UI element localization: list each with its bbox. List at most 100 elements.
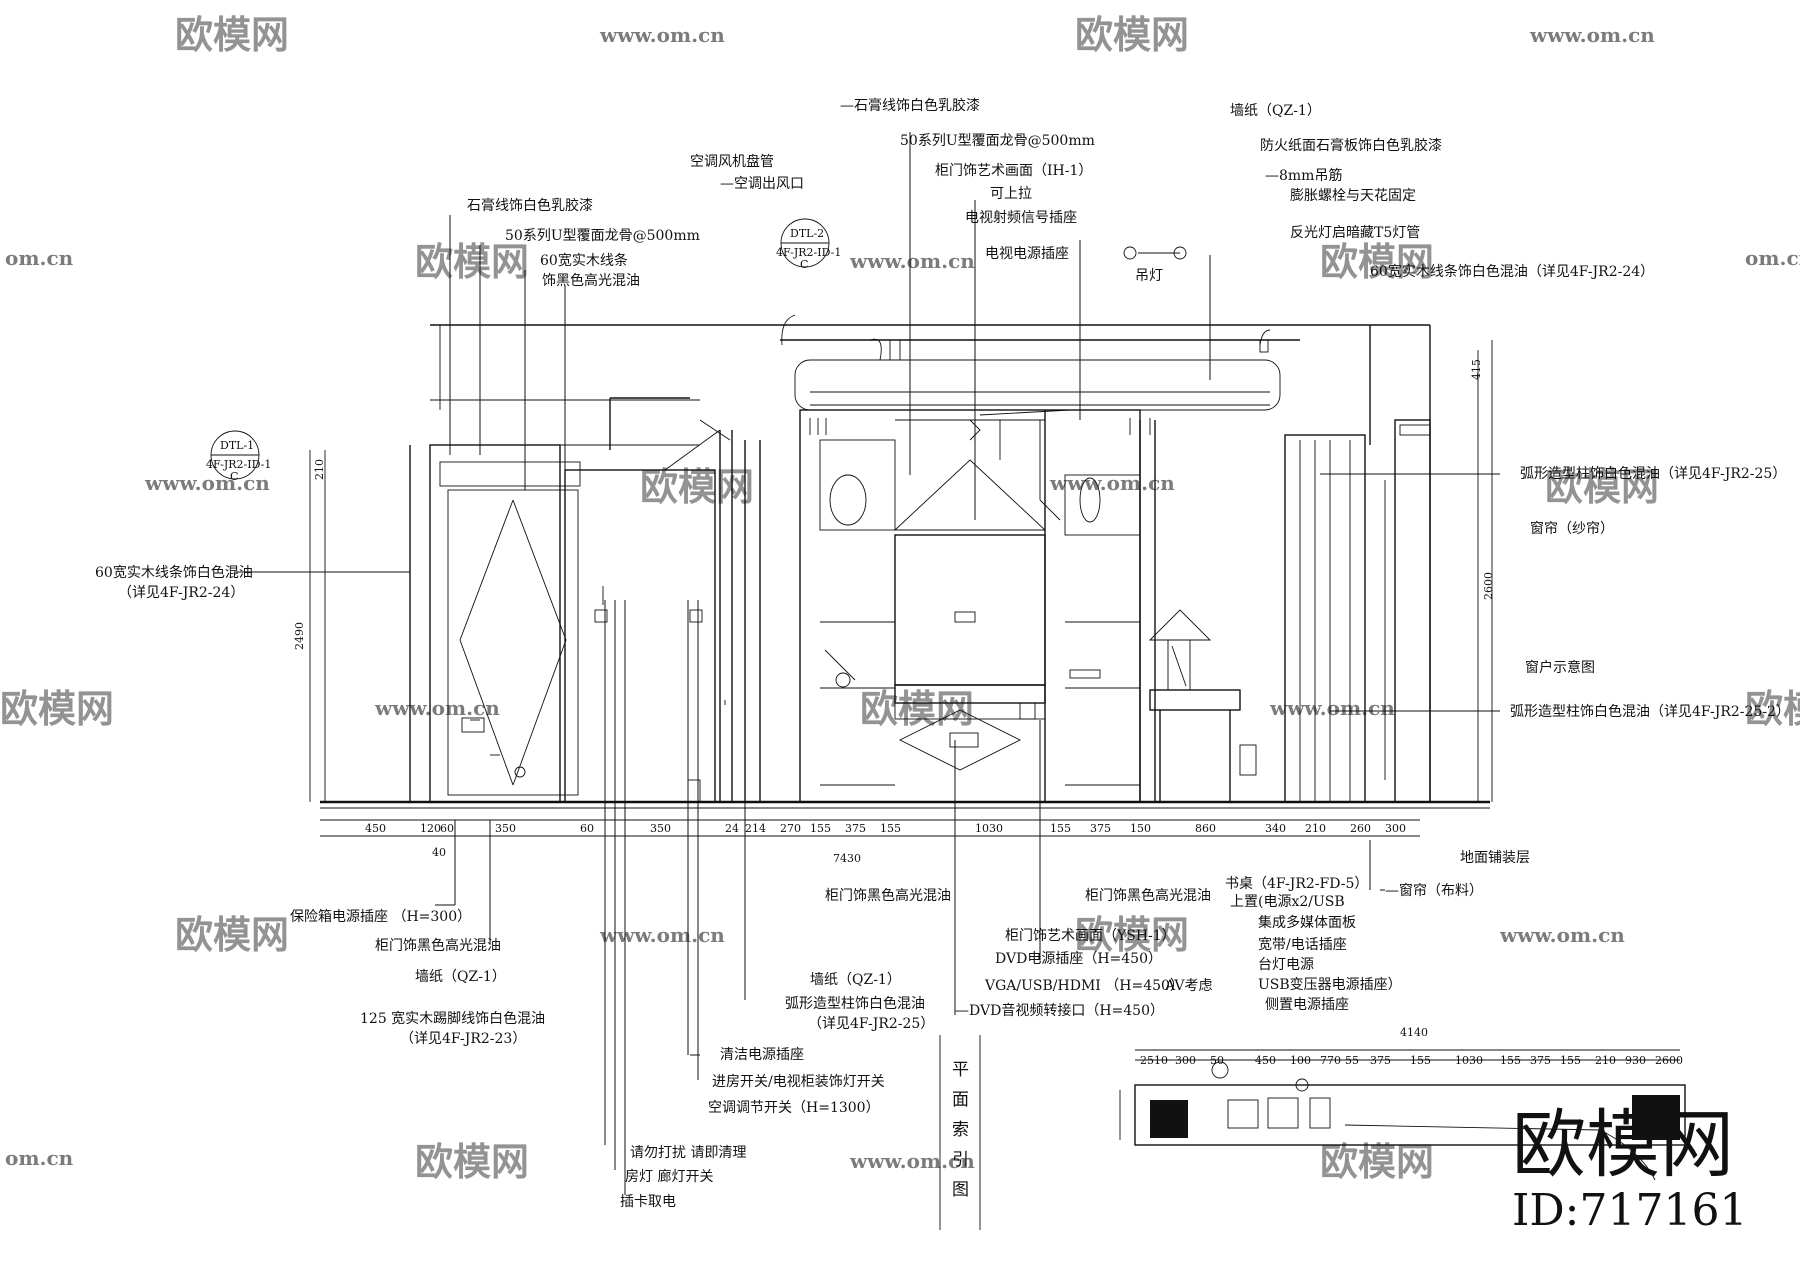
note-desk-3: 集成多媒体面板 — [1258, 914, 1356, 931]
note-expansion-bolt: 膨胀螺栓与天花固定 — [1290, 187, 1416, 204]
note-wood-line-60-left-2: （详见4F-JR2-24） — [118, 585, 244, 601]
note-liftable: 可上拉 — [990, 186, 1032, 202]
dim-bottom-label: 120 — [420, 822, 441, 835]
note-desk-6: USB变压器电源插座） — [1258, 977, 1402, 993]
note-dnd: 请勿打扰 请即清理 — [630, 1144, 746, 1161]
note-door-black-gloss-left: 柜门饰黑色高光混油 — [375, 937, 501, 954]
note-skirting-125-2: （详见4F-JR2-23） — [400, 1031, 526, 1047]
dim-bottom-label: 155 — [880, 822, 901, 835]
note-arc-column-right-1: 弧形造型柱饰白色混油（详见4F-JR2-25） — [1520, 465, 1786, 482]
detail-callout-dtl-1: DTL-1 4F-JR2-ID-1 C — [206, 430, 271, 483]
note-ac-outlet: —空调出风口 — [720, 176, 804, 192]
annotation-labels: —石膏线饰白色乳胶漆 50系列U型覆面龙骨@500mm 柜门饰艺术画面（IH-1… — [95, 97, 1790, 1210]
dim-bottom-label: 214 — [745, 822, 766, 835]
note-ac-fan-coil: 空调风机盘管 — [690, 153, 774, 170]
watermark-url: www.om.cn — [1529, 23, 1655, 47]
dim-total: 7430 — [833, 852, 861, 865]
note-wallpaper-left: 墙纸（QZ-1） — [415, 969, 506, 985]
left-door-unit — [429, 444, 581, 803]
dimension-lines — [309, 340, 1493, 837]
elevation-frame — [320, 324, 1490, 809]
svg-text:C: C — [800, 258, 808, 271]
dim-left-top: 210 — [313, 459, 326, 480]
dim-bottom-label: 1030 — [975, 822, 1003, 835]
dim-bottom-label: 375 — [1090, 822, 1111, 835]
dim-sub: 40 — [432, 846, 446, 859]
watermark-url: www.om.cn — [849, 1149, 975, 1173]
dim-bottom-label: 860 — [1195, 822, 1216, 835]
note-vga-usb: VGA/USB/HDMI （H=450） — [984, 978, 1184, 994]
plan-dim-label: 930 — [1625, 1054, 1646, 1067]
note-desk-4: 宽带/电话插座 — [1258, 936, 1347, 953]
note-wood-line-60-right: 60宽实木线条饰白色混油（详见4F-JR2-24） — [1370, 263, 1654, 280]
dim-bottom-label: 60 — [580, 822, 594, 835]
note-safe-socket: 保险箱电源插座 （H=300） — [290, 909, 471, 925]
note-black-gloss: 饰黑色高光混油 — [542, 272, 640, 289]
plan-dim-label: 155 — [1410, 1054, 1431, 1067]
watermark-logo: 欧模网 — [415, 239, 529, 284]
watermark-url: www.om.cn — [374, 696, 500, 720]
dim-bottom-label: 260 — [1350, 822, 1371, 835]
left-cabinet — [564, 397, 731, 803]
watermark-logo: 欧模网 — [640, 464, 754, 509]
note-arc-column-mid-2: （详见4F-JR2-25） — [808, 1016, 934, 1032]
dim-right-1: 415 — [1470, 359, 1483, 380]
watermark-layer: 欧模网 www.om.cn 欧模网 www.om.cn om.cn 欧模网 ww… — [0, 12, 1800, 1184]
plan-dim-total: 4140 — [1400, 1026, 1428, 1039]
plan-dim-label: 770 — [1320, 1054, 1341, 1067]
svg-text:4F-JR2-ID-1: 4F-JR2-ID-1 — [776, 246, 841, 259]
note-room-lamp-switch: 房灯 廊灯开关 — [625, 1168, 713, 1185]
dim-bottom-label: 155 — [1050, 822, 1071, 835]
watermark-logo: 欧模网 — [175, 12, 289, 57]
watermark-url: www.om.cn — [599, 23, 725, 47]
watermark-logo: 欧模网 — [175, 912, 289, 957]
watermark-logo: 欧模网 — [1075, 912, 1189, 957]
note-rod-8mm: —8mm吊筋 — [1265, 167, 1342, 184]
note-wallpaper-qz1-top: 墙纸（QZ-1） — [1230, 103, 1321, 119]
dim-right-2: 2600 — [1482, 572, 1495, 600]
brand-logo: 欧模网 — [1512, 1102, 1734, 1188]
watermark-logo: 欧模网 — [0, 686, 114, 731]
watermark-url: www.om.cn — [1269, 696, 1395, 720]
watermark-logo: 欧模网 — [1320, 239, 1434, 284]
plan-dim-label: 2600 — [1655, 1054, 1683, 1067]
note-reflect-lamp: 反光灯启暗藏T5灯管 — [1290, 225, 1420, 241]
watermark-url: om.cn — [5, 246, 74, 270]
plan-dim-label: 300 — [1175, 1054, 1196, 1067]
note-door-art-ysh: 柜门饰艺术画面（YSH-1） — [1005, 928, 1176, 944]
dim-bottom-label: 350 — [650, 822, 671, 835]
dim-bottom-label: 60 — [440, 822, 454, 835]
plan-dim-label: 155 — [1560, 1054, 1581, 1067]
note-door-black-gloss-mid: 柜门饰黑色高光混油 — [825, 887, 951, 904]
note-arc-column-right-2: 弧形造型柱饰白色混油（详见4F-JR2-25-2） — [1510, 703, 1790, 720]
watermark-url: www.om.cn — [599, 923, 725, 947]
svg-text:DTL-2: DTL-2 — [790, 227, 824, 240]
watermark-logo: 欧模网 — [860, 686, 974, 731]
note-dvd-av: —DVD音视频转接口（H=450） — [955, 1002, 1164, 1019]
note-wallpaper-mid: 墙纸（QZ-1） — [810, 972, 901, 988]
note-desk-2: 上置(电源x2/USB — [1230, 894, 1345, 910]
leader-lines — [235, 132, 1500, 1195]
note-fireproof-board: 防火纸面石膏板饰白色乳胶漆 — [1260, 137, 1442, 154]
tv-cabinet — [794, 359, 1281, 803]
plan-index-title: 平面索引图 — [952, 1060, 969, 1200]
plan-dim-label: 155 — [1500, 1054, 1521, 1067]
note-desk-7: 侧置电源插座 — [1265, 997, 1349, 1013]
note-clean-socket: 清洁电源插座 — [720, 1047, 804, 1063]
plan-black-block — [1632, 1095, 1680, 1140]
svg-text:4F-JR2-ID-1: 4F-JR2-ID-1 — [206, 458, 271, 471]
watermark-logo: 欧模网 — [1545, 464, 1659, 509]
note-av-consider: AV考虑 — [1164, 978, 1213, 994]
plan-dim-label: 2510 — [1140, 1054, 1168, 1067]
note-door-art-ih1: 柜门饰艺术画面（IH-1） — [935, 163, 1092, 179]
dim-bottom-label: 155 — [810, 822, 831, 835]
note-ac-switch: 空调调节开关（H=1300） — [708, 1100, 880, 1116]
dim-left-total: 2490 — [293, 622, 306, 650]
note-door-black-gloss-right: 柜门饰黑色高光混油 — [1085, 887, 1211, 904]
svg-text:DTL-1: DTL-1 — [220, 439, 254, 452]
watermark-logo: 欧模网 — [1745, 686, 1800, 731]
note-curtain-gauze: 窗帘（纱帘） — [1530, 520, 1614, 537]
desk-unit — [1139, 420, 1257, 802]
note-room-switch: 进房开关/电视柜装饰灯开关 — [712, 1074, 885, 1090]
